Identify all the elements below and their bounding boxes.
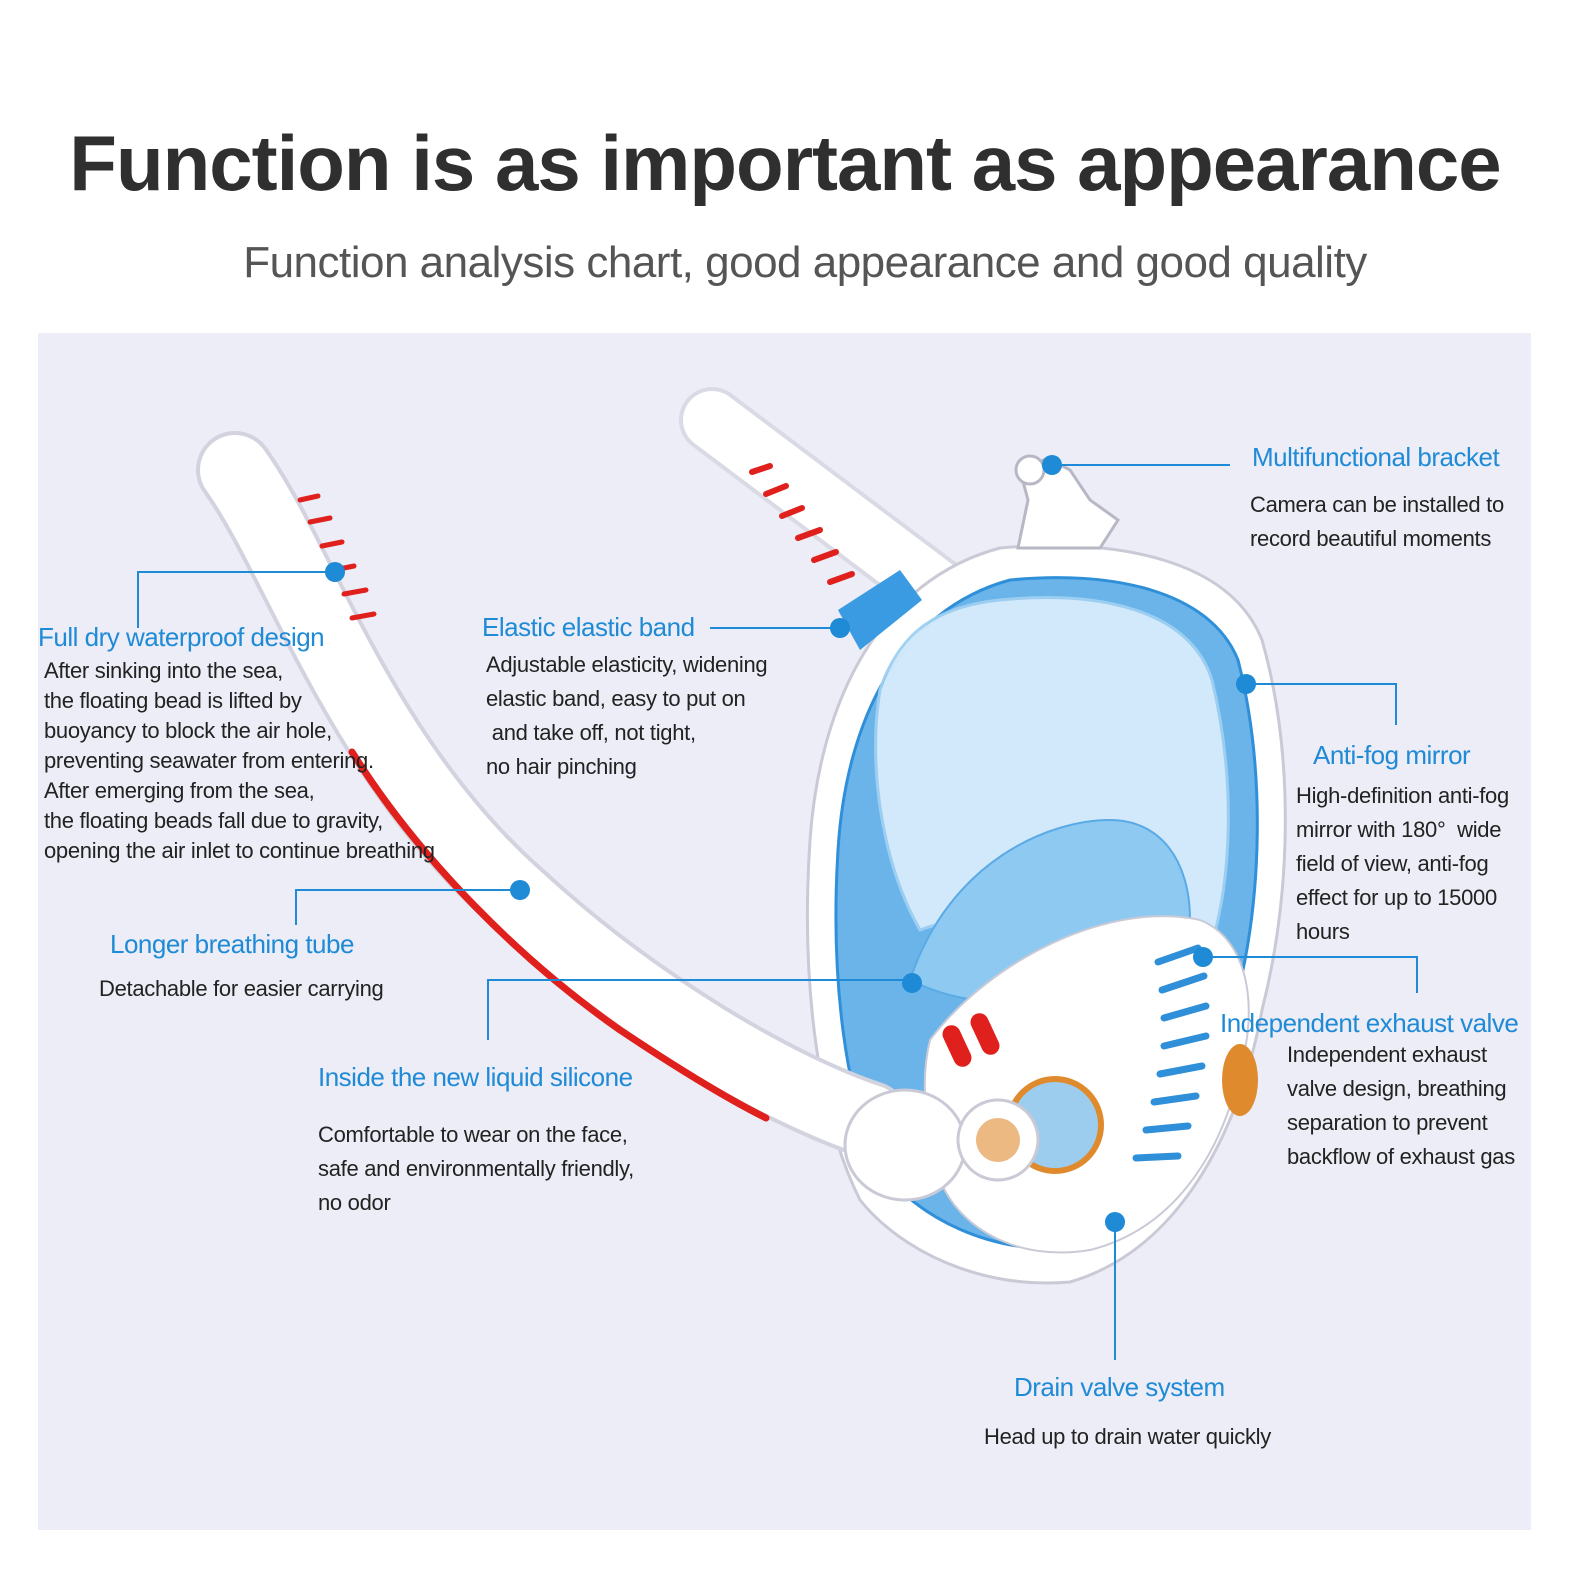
feature-desc-bracket: Camera can be installed to record beauti… — [1250, 488, 1504, 556]
desc-line: no odor — [318, 1190, 391, 1215]
desc-line: preventing seawater from entering. — [44, 748, 374, 773]
desc-line: no hair pinching — [486, 754, 637, 779]
desc-line: the floating beads fall due to gravity, — [44, 808, 383, 833]
feature-desc-drain: Head up to drain water quickly — [984, 1422, 1271, 1452]
feature-desc-anti-fog: High-definition anti-fog mirror with 180… — [1296, 779, 1509, 949]
desc-line: Head up to drain water quickly — [984, 1424, 1271, 1449]
feature-label-elastic-band: Elastic elastic band — [482, 612, 695, 642]
desc-line: the floating bead is lifted by — [44, 688, 302, 713]
desc-line: Camera can be installed to — [1250, 492, 1504, 517]
rear-snorkel-tube — [679, 387, 971, 623]
desc-line: effect for up to 15000 — [1296, 885, 1497, 910]
desc-line: buoyancy to block the air hole, — [44, 718, 332, 743]
desc-line: Detachable for easier carrying — [99, 976, 384, 1001]
desc-line: safe and environmentally friendly, — [318, 1156, 634, 1181]
desc-line: record beautiful moments — [1250, 526, 1492, 551]
desc-line: High-definition anti-fog — [1296, 783, 1509, 808]
callout-dots — [325, 455, 1256, 1232]
feature-label-silicone: Inside the new liquid silicone — [318, 1062, 633, 1092]
feature-desc-elastic-band: Adjustable elasticity, widening elastic … — [486, 648, 768, 784]
feature-label-anti-fog: Anti-fog mirror — [1313, 740, 1471, 770]
feature-label-tube: Longer breathing tube — [110, 929, 354, 959]
desc-line: field of view, anti-fog — [1296, 851, 1489, 876]
feature-label-bracket: Multifunctional bracket — [1252, 442, 1500, 472]
desc-line: After sinking into the sea, — [44, 658, 283, 683]
desc-line: Independent exhaust — [1287, 1042, 1487, 1067]
feature-label-exhaust: Independent exhaust valve — [1220, 1008, 1519, 1038]
feature-desc-tube: Detachable for easier carrying — [99, 974, 384, 1004]
desc-line: backflow of exhaust gas — [1287, 1144, 1515, 1169]
desc-line: Comfortable to wear on the face, — [318, 1122, 628, 1147]
feature-desc-silicone: Comfortable to wear on the face, safe an… — [318, 1118, 634, 1220]
feature-label-drain: Drain valve system — [1014, 1372, 1225, 1402]
desc-line: valve design, breathing — [1287, 1076, 1507, 1101]
desc-line: and take off, not tight, — [486, 720, 696, 745]
callout-lines — [137, 464, 1418, 1360]
desc-line: elastic band, easy to put on — [486, 686, 746, 711]
desc-line: mirror with 180° wide — [1296, 817, 1502, 842]
desc-line: After emerging from the sea, — [44, 778, 315, 803]
desc-line: separation to prevent — [1287, 1110, 1488, 1135]
desc-line: hours — [1296, 919, 1350, 944]
feature-desc-dry-design: After sinking into the sea, the floating… — [44, 656, 435, 866]
desc-line: opening the air inlet to continue breath… — [44, 838, 435, 863]
page-title: Function is as important as appearance — [69, 119, 1501, 207]
desc-line: Adjustable elasticity, widening — [486, 652, 768, 677]
page-subtitle: Function analysis chart, good appearance… — [243, 238, 1367, 287]
feature-label-dry-design: Full dry waterproof design — [38, 622, 325, 652]
feature-desc-exhaust: Independent exhaust valve design, breath… — [1287, 1038, 1515, 1174]
